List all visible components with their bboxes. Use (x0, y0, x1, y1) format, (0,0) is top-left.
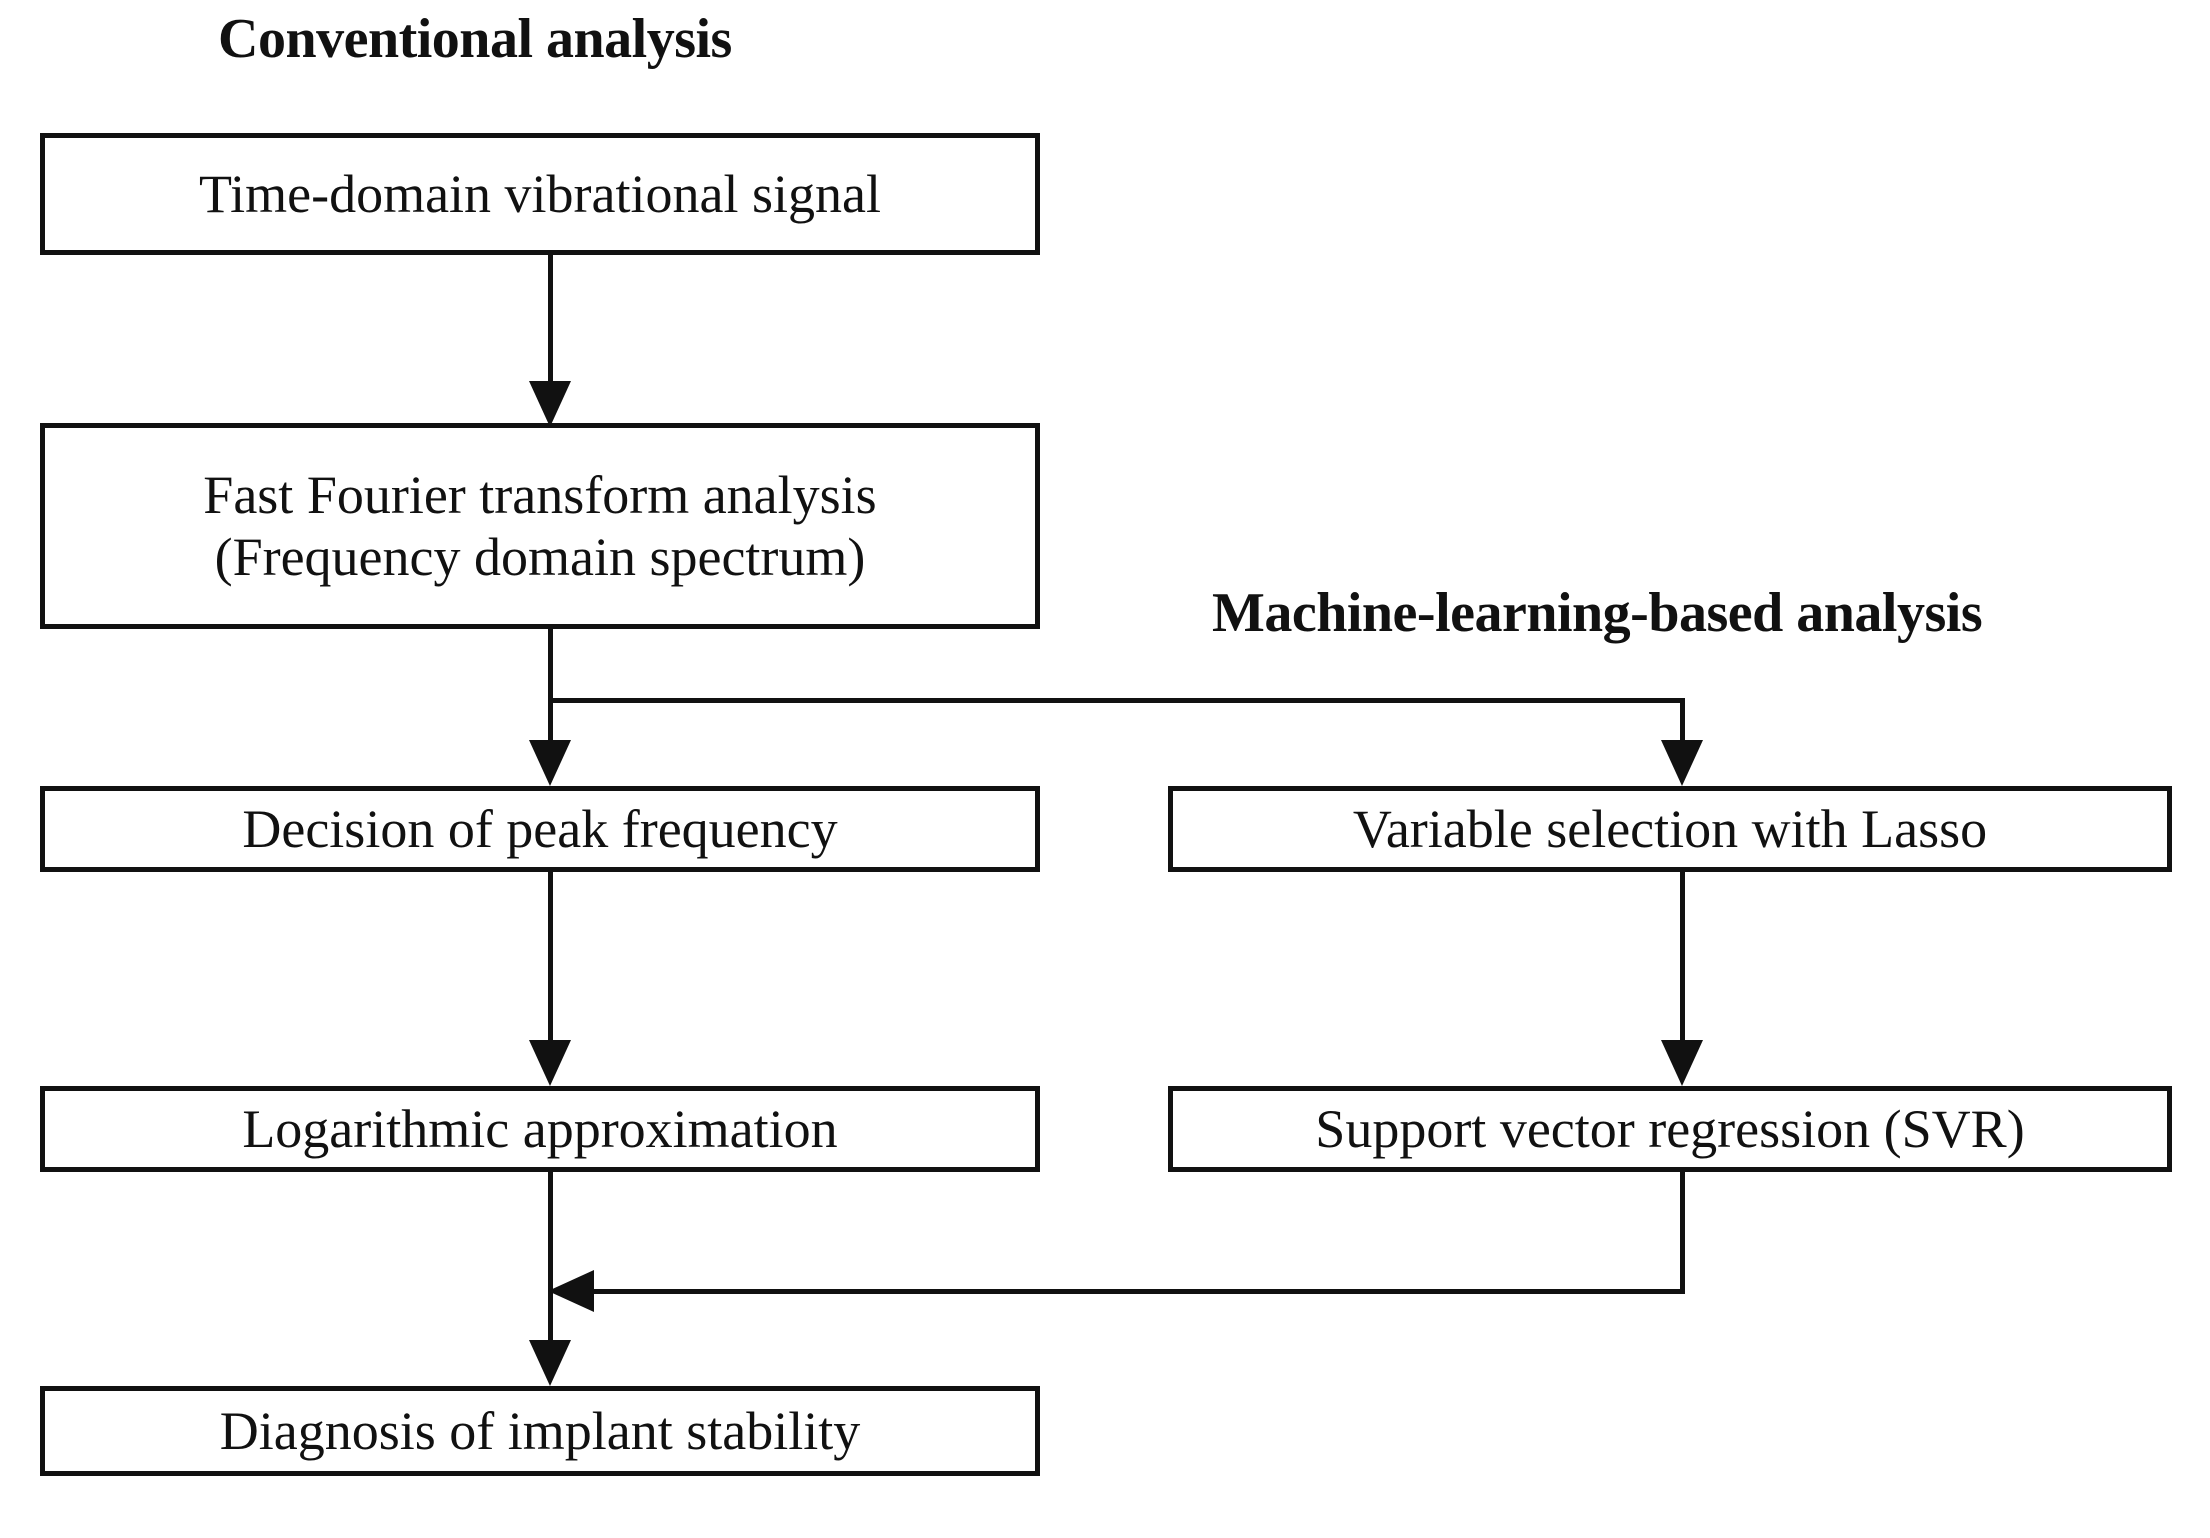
node-fast-fourier-transform-analysis-label: Fast Fourier transform analysis (Frequen… (203, 465, 877, 587)
node-time-domain-vibrational-signal-label: Time-domain vibrational signal (199, 164, 881, 224)
edge-svr-to-diagnosis-vertical (1680, 1172, 1685, 1292)
edge-fft-to-peak-frequency-line (548, 629, 553, 744)
edge-lasso-to-svr-line (1680, 872, 1685, 1047)
node-decision-of-peak-frequency[interactable]: Decision of peak frequency (40, 786, 1040, 872)
node-variable-selection-with-lasso-label: Variable selection with Lasso (1352, 799, 1988, 859)
node-time-domain-vibrational-signal[interactable]: Time-domain vibrational signal (40, 133, 1040, 255)
edge-signal-to-fft-arrowhead (529, 381, 571, 427)
edge-log-approx-to-diagnosis-line (548, 1172, 553, 1347)
node-support-vector-regression-label: Support vector regression (SVR) (1315, 1099, 2025, 1159)
node-support-vector-regression[interactable]: Support vector regression (SVR) (1168, 1086, 2172, 1172)
edge-peak-frequency-to-log-approx-arrowhead (529, 1040, 571, 1086)
edge-signal-to-fft-line (548, 255, 553, 385)
edge-peak-frequency-to-log-approx-line (548, 872, 553, 1047)
heading-machine-learning-based-analysis: Machine-learning-based analysis (1212, 582, 1983, 644)
edge-fft-to-peak-frequency-arrowhead (529, 740, 571, 786)
edge-fft-to-lasso-horizontal (548, 698, 1685, 703)
node-logarithmic-approximation[interactable]: Logarithmic approximation (40, 1086, 1040, 1172)
node-diagnosis-of-implant-stability-label: Diagnosis of implant stability (219, 1401, 861, 1461)
node-decision-of-peak-frequency-label: Decision of peak frequency (242, 799, 838, 859)
edge-svr-to-diagnosis-arrowhead (548, 1270, 594, 1312)
heading-conventional-analysis: Conventional analysis (218, 8, 732, 70)
node-fast-fourier-transform-analysis[interactable]: Fast Fourier transform analysis (Frequen… (40, 423, 1040, 629)
edge-svr-to-diagnosis-horizontal (594, 1289, 1685, 1294)
edge-lasso-to-svr-arrowhead (1661, 1040, 1703, 1086)
edge-fft-to-lasso-arrowhead (1661, 740, 1703, 786)
node-logarithmic-approximation-label: Logarithmic approximation (242, 1099, 838, 1159)
edge-log-approx-to-diagnosis-arrowhead (529, 1340, 571, 1386)
edge-fft-to-lasso-vertical (1680, 698, 1685, 746)
node-diagnosis-of-implant-stability[interactable]: Diagnosis of implant stability (40, 1386, 1040, 1476)
node-variable-selection-with-lasso[interactable]: Variable selection with Lasso (1168, 786, 2172, 872)
